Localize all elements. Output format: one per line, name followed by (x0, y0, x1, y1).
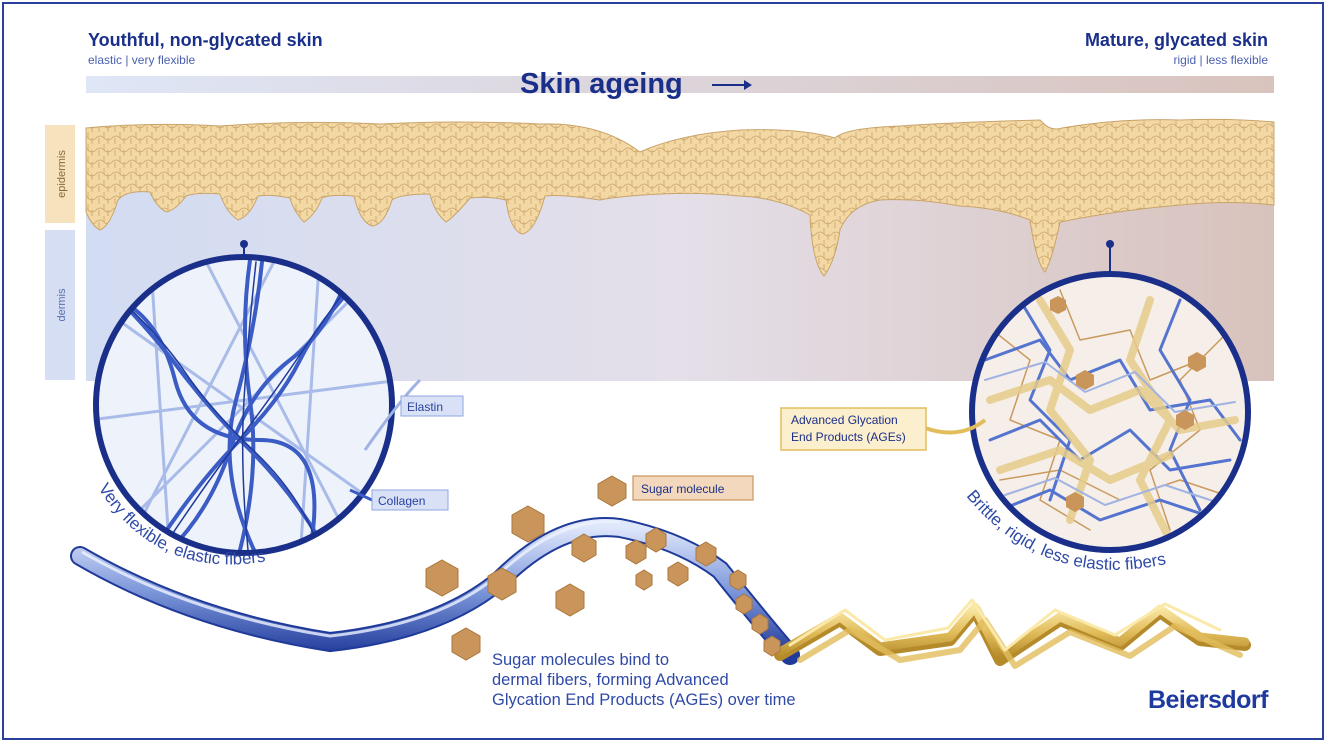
beiersdorf-logo: Beiersdorf (1147, 686, 1269, 714)
sugar-molecule-8 (645, 527, 667, 553)
epidermis-side-tab (45, 125, 75, 223)
sugar-molecule-6 (571, 533, 597, 563)
caption-line-1: Sugar molecules bind to (492, 651, 670, 669)
caption-line-3: Glycation End Products (AGEs) over time (492, 691, 796, 709)
sugar-molecule-1 (511, 505, 545, 543)
mature-skin-title: Mature, glycated skin (1084, 30, 1268, 50)
sugar-molecule-11 (667, 561, 689, 587)
ages-label-line1: Advanced Glycation (791, 413, 898, 427)
young-fibers-magnifier (93, 254, 395, 556)
left-magnifier-pin (240, 240, 248, 248)
ages-tag (780, 407, 927, 451)
mature-skin-subtitle: rigid | less flexible (1173, 53, 1269, 67)
sugar-molecule-15 (763, 635, 781, 657)
epidermis-layer-label: epidermis (56, 150, 68, 198)
epidermis-layer (85, 118, 1275, 277)
youthful-skin-heading: Youthful, non-glycated skin elastic | ve… (88, 30, 323, 67)
dermis-layer-label: dermis (56, 288, 68, 322)
elastin-label: Elastin (407, 400, 443, 414)
youthful-skin-subtitle: elastic | very flexible (88, 53, 196, 67)
sugar-molecule-icon (597, 475, 627, 507)
sugar-molecule-10 (635, 569, 653, 591)
ages-pointer (924, 418, 987, 435)
sugar-molecule-9 (695, 541, 717, 567)
right-magnifier-pin (1106, 240, 1114, 248)
skin-ageing-label: Skin ageing (520, 68, 683, 100)
age-particle-3 (1188, 352, 1206, 372)
elastin-tag (400, 395, 464, 417)
caption-line-2: dermal fibers, forming Advanced (492, 671, 729, 689)
skin-ageing-bar (86, 76, 1274, 93)
age-particle-1 (1050, 296, 1066, 314)
sugar-molecule-2 (425, 559, 459, 597)
collagen-tag (371, 489, 449, 511)
figure-frame (2, 2, 1324, 740)
sugar-molecule-tag (632, 475, 754, 501)
collagen-label: Collagen (378, 494, 425, 508)
sugar-molecule-12 (729, 569, 747, 591)
glycation-caption: Sugar molecules bind to dermal fibers, f… (492, 650, 912, 710)
dermis-side-tab (45, 230, 75, 380)
age-particle-2 (1076, 370, 1094, 390)
age-particle-4 (1176, 410, 1194, 430)
fiber-ageing-strand (70, 517, 1251, 669)
mature-skin-heading: Mature, glycated skin rigid | less flexi… (1085, 30, 1268, 67)
sugar-molecule-13 (735, 593, 753, 615)
sugar-molecule-label: Sugar molecule (641, 482, 725, 496)
ages-label-line2: End Products (AGEs) (791, 430, 906, 444)
sugar-molecule-3 (487, 567, 517, 601)
arrow-right-icon (712, 80, 752, 90)
sugar-molecule-4 (555, 583, 585, 617)
sugar-molecules-cluster (425, 505, 781, 661)
sugar-molecule-5 (451, 627, 481, 661)
age-particle-5 (1066, 492, 1084, 512)
glycated-fibers-magnifier (969, 271, 1251, 553)
sugar-molecule-14 (751, 613, 769, 635)
elastin-pointer (363, 378, 422, 451)
youthful-skin-title: Youthful, non-glycated skin (88, 30, 323, 50)
collagen-pointer (349, 488, 373, 502)
